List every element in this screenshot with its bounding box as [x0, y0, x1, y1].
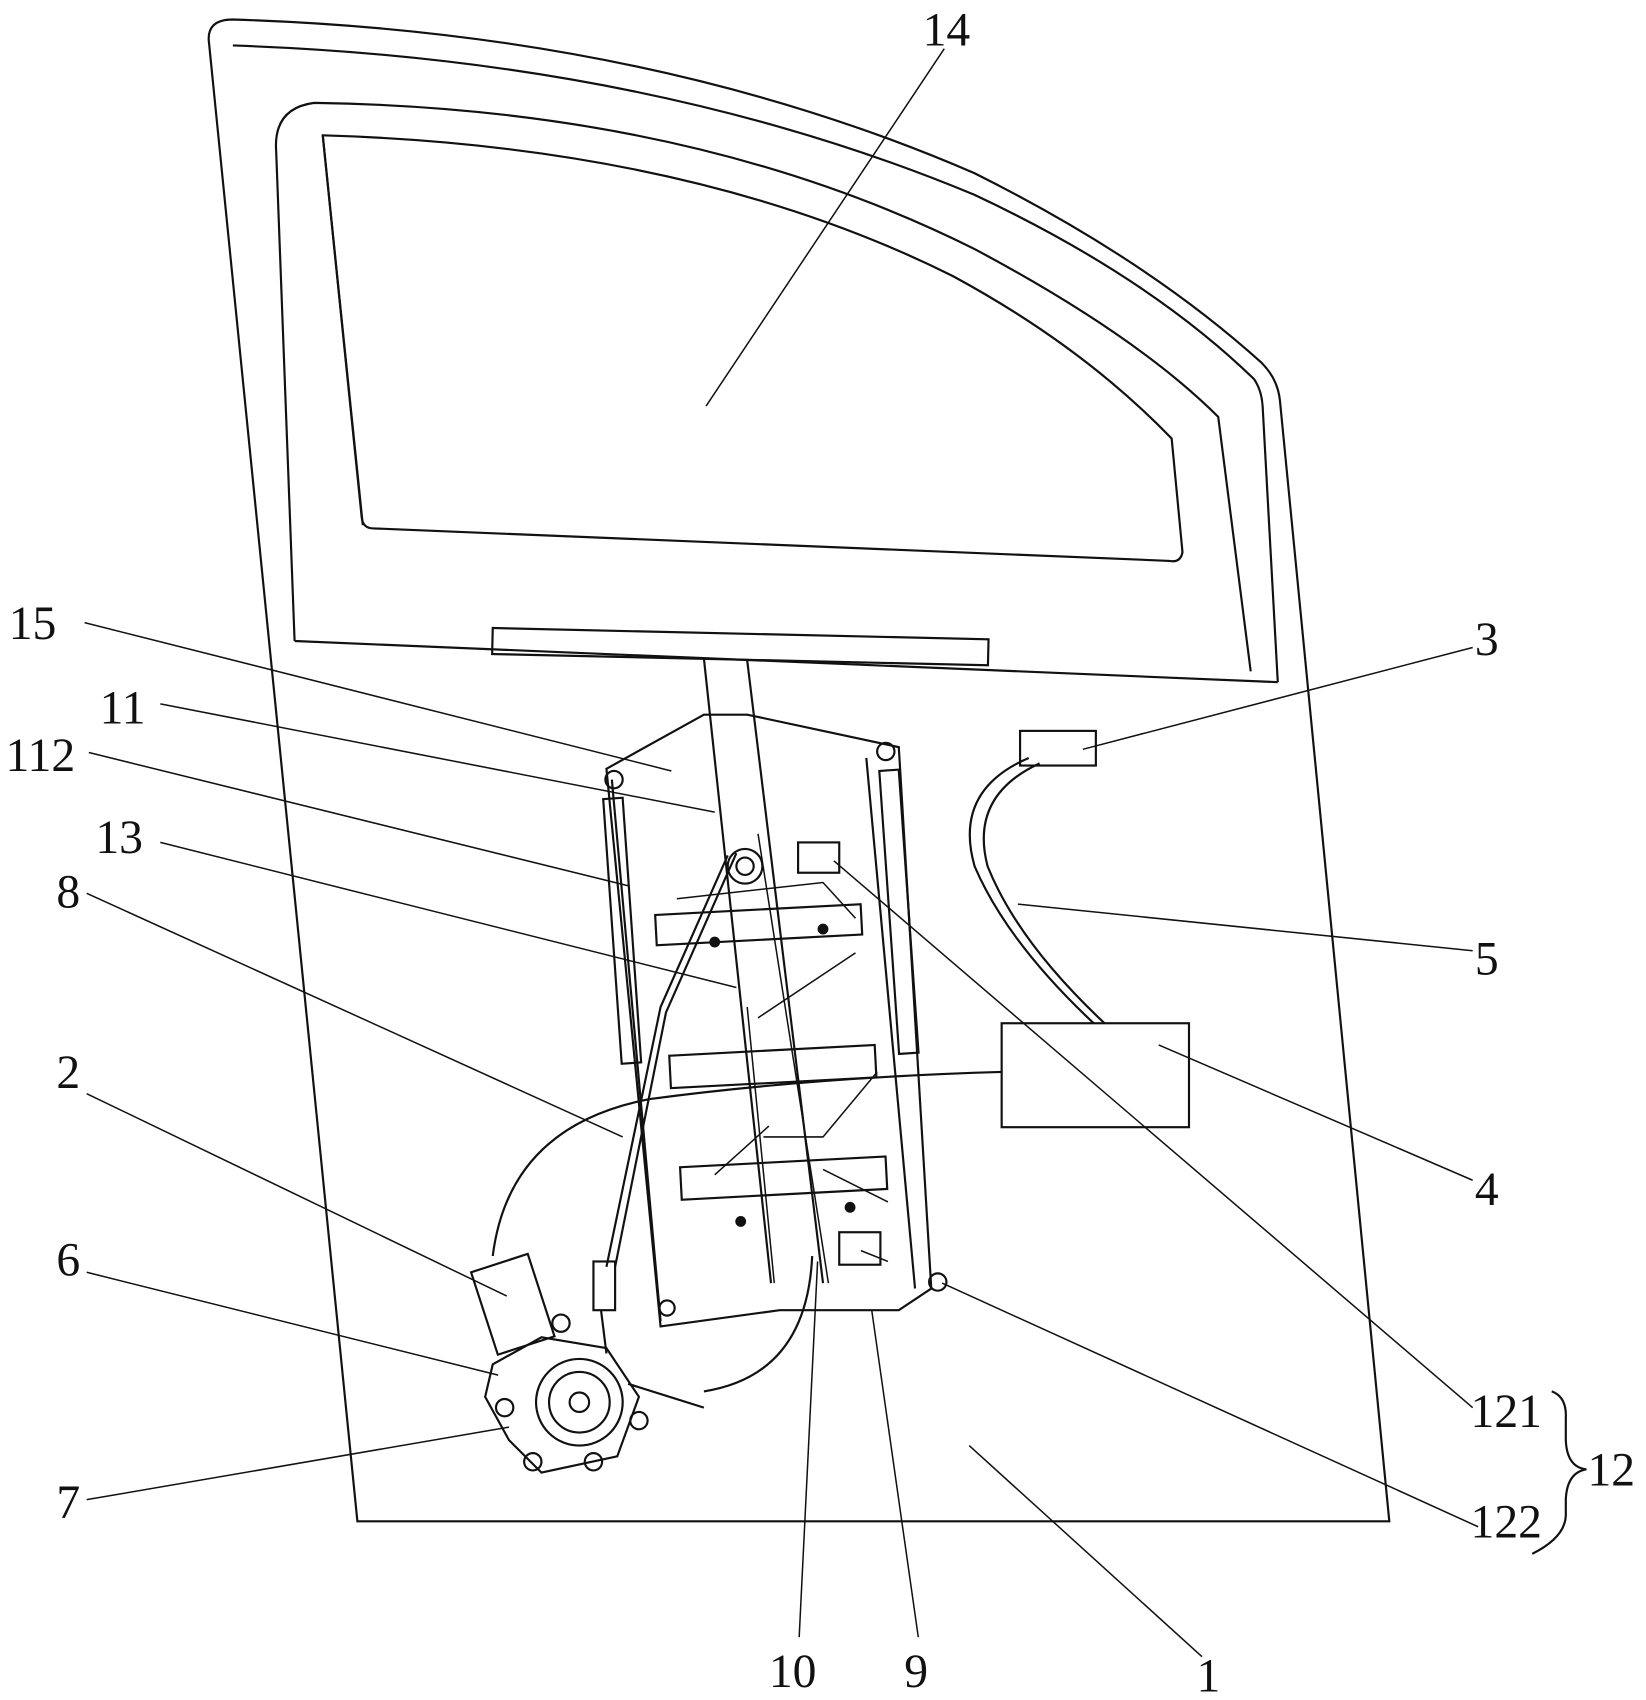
controller-box	[1002, 1023, 1189, 1127]
label-7: 7	[56, 1477, 80, 1529]
label-9: 9	[904, 1646, 928, 1698]
label-6: 6	[56, 1235, 80, 1287]
label-3: 3	[1475, 614, 1499, 666]
drive-cable	[493, 853, 1002, 1391]
label-10: 10	[769, 1646, 817, 1698]
label-1: 1	[1197, 1650, 1221, 1700]
bracket-plate	[603, 715, 946, 1327]
label-11: 11	[100, 682, 146, 734]
label-5: 5	[1475, 934, 1499, 986]
label-121: 121	[1471, 1386, 1542, 1438]
glass-holder	[492, 628, 988, 665]
sensor-wire	[970, 758, 1105, 1023]
motor-assembly	[471, 1254, 704, 1473]
label-122: 122	[1471, 1497, 1542, 1549]
guide-rail	[704, 658, 829, 1283]
label-14: 14	[923, 4, 971, 56]
label-2: 2	[56, 1047, 80, 1099]
door-body	[209, 19, 1390, 1521]
label-13: 13	[95, 812, 143, 864]
label-4: 4	[1475, 1164, 1499, 1216]
window-glass	[323, 135, 1183, 561]
label-15: 15	[9, 598, 57, 650]
label-8: 8	[56, 866, 80, 918]
label-12: 12	[1587, 1445, 1635, 1497]
label-112: 112	[5, 730, 75, 782]
leader-lines	[85, 49, 1587, 1657]
